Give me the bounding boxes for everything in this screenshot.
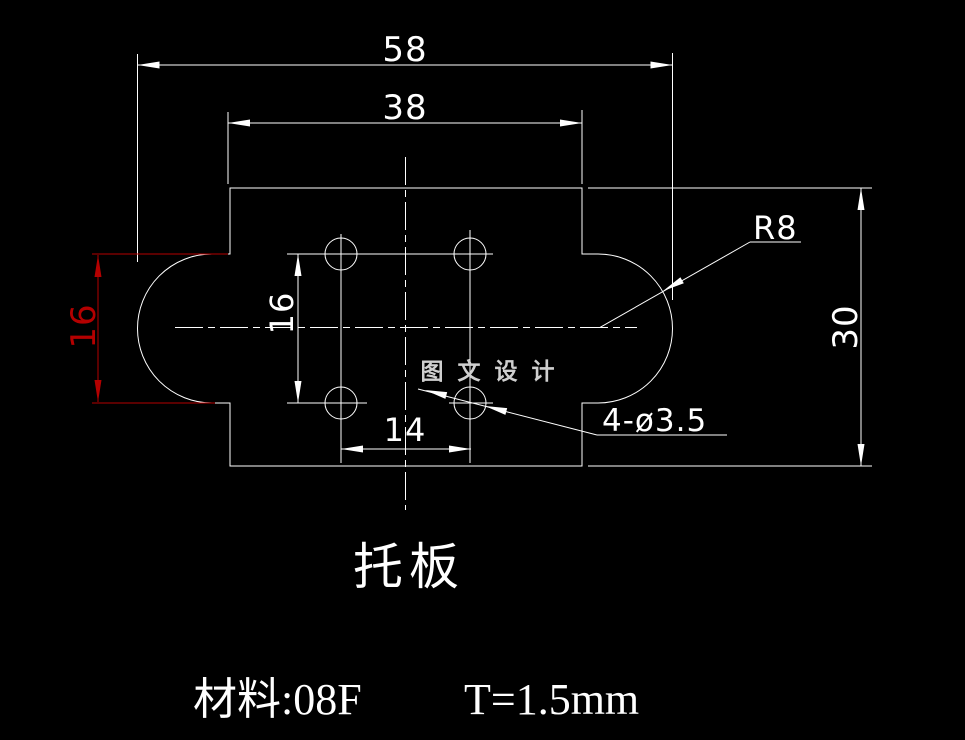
radius-value: R8 [753,209,798,247]
dimension-14: 14 [341,411,471,453]
dimension-16-holes: 16 [263,254,302,403]
watermark-text: 图 文 设 计 [420,358,557,385]
dimension-58: 58 [137,30,673,300]
arrowhead-right [650,61,673,69]
arrowhead-bottom [294,381,302,403]
arrowhead-left [341,445,363,453]
holes-leader: 4-ø3.5 [417,388,727,439]
dimension-value: 16 [263,292,301,335]
leader-line [417,388,598,436]
arrowhead [663,277,684,291]
arrowhead [425,390,448,399]
material-label: 材料:08F [193,675,362,724]
dimension-30: 30 [588,187,872,467]
dimension-value: 38 [382,88,427,128]
arrowhead-right [560,119,582,127]
arrowhead [485,406,508,415]
center-lines [175,157,637,510]
arrowhead-top [857,188,865,210]
arrowhead-top [94,255,102,277]
dimension-value: 16 [64,303,104,348]
dimension-38: 38 [227,88,583,184]
holes-note: 4-ø3.5 [602,403,707,439]
thickness-label: T=1.5mm [464,675,639,724]
arrowhead-right [449,445,471,453]
dimension-value: 58 [382,30,427,70]
arrowhead-bottom [94,380,102,402]
arrowhead-top [294,254,302,276]
radius-leader-r8: R8 [599,209,801,328]
part-title: 托板 [353,539,465,595]
arrowhead-bottom [857,444,865,466]
material-note: 材料:08F T=1.5mm [193,675,639,724]
dimension-16-red: 16 [64,253,228,404]
dimension-value: 14 [384,411,427,449]
part-outline [137,187,673,467]
dimension-value: 30 [826,304,866,349]
arrowhead-left [137,61,160,69]
holes [287,230,493,463]
arrowhead-left [228,119,250,127]
